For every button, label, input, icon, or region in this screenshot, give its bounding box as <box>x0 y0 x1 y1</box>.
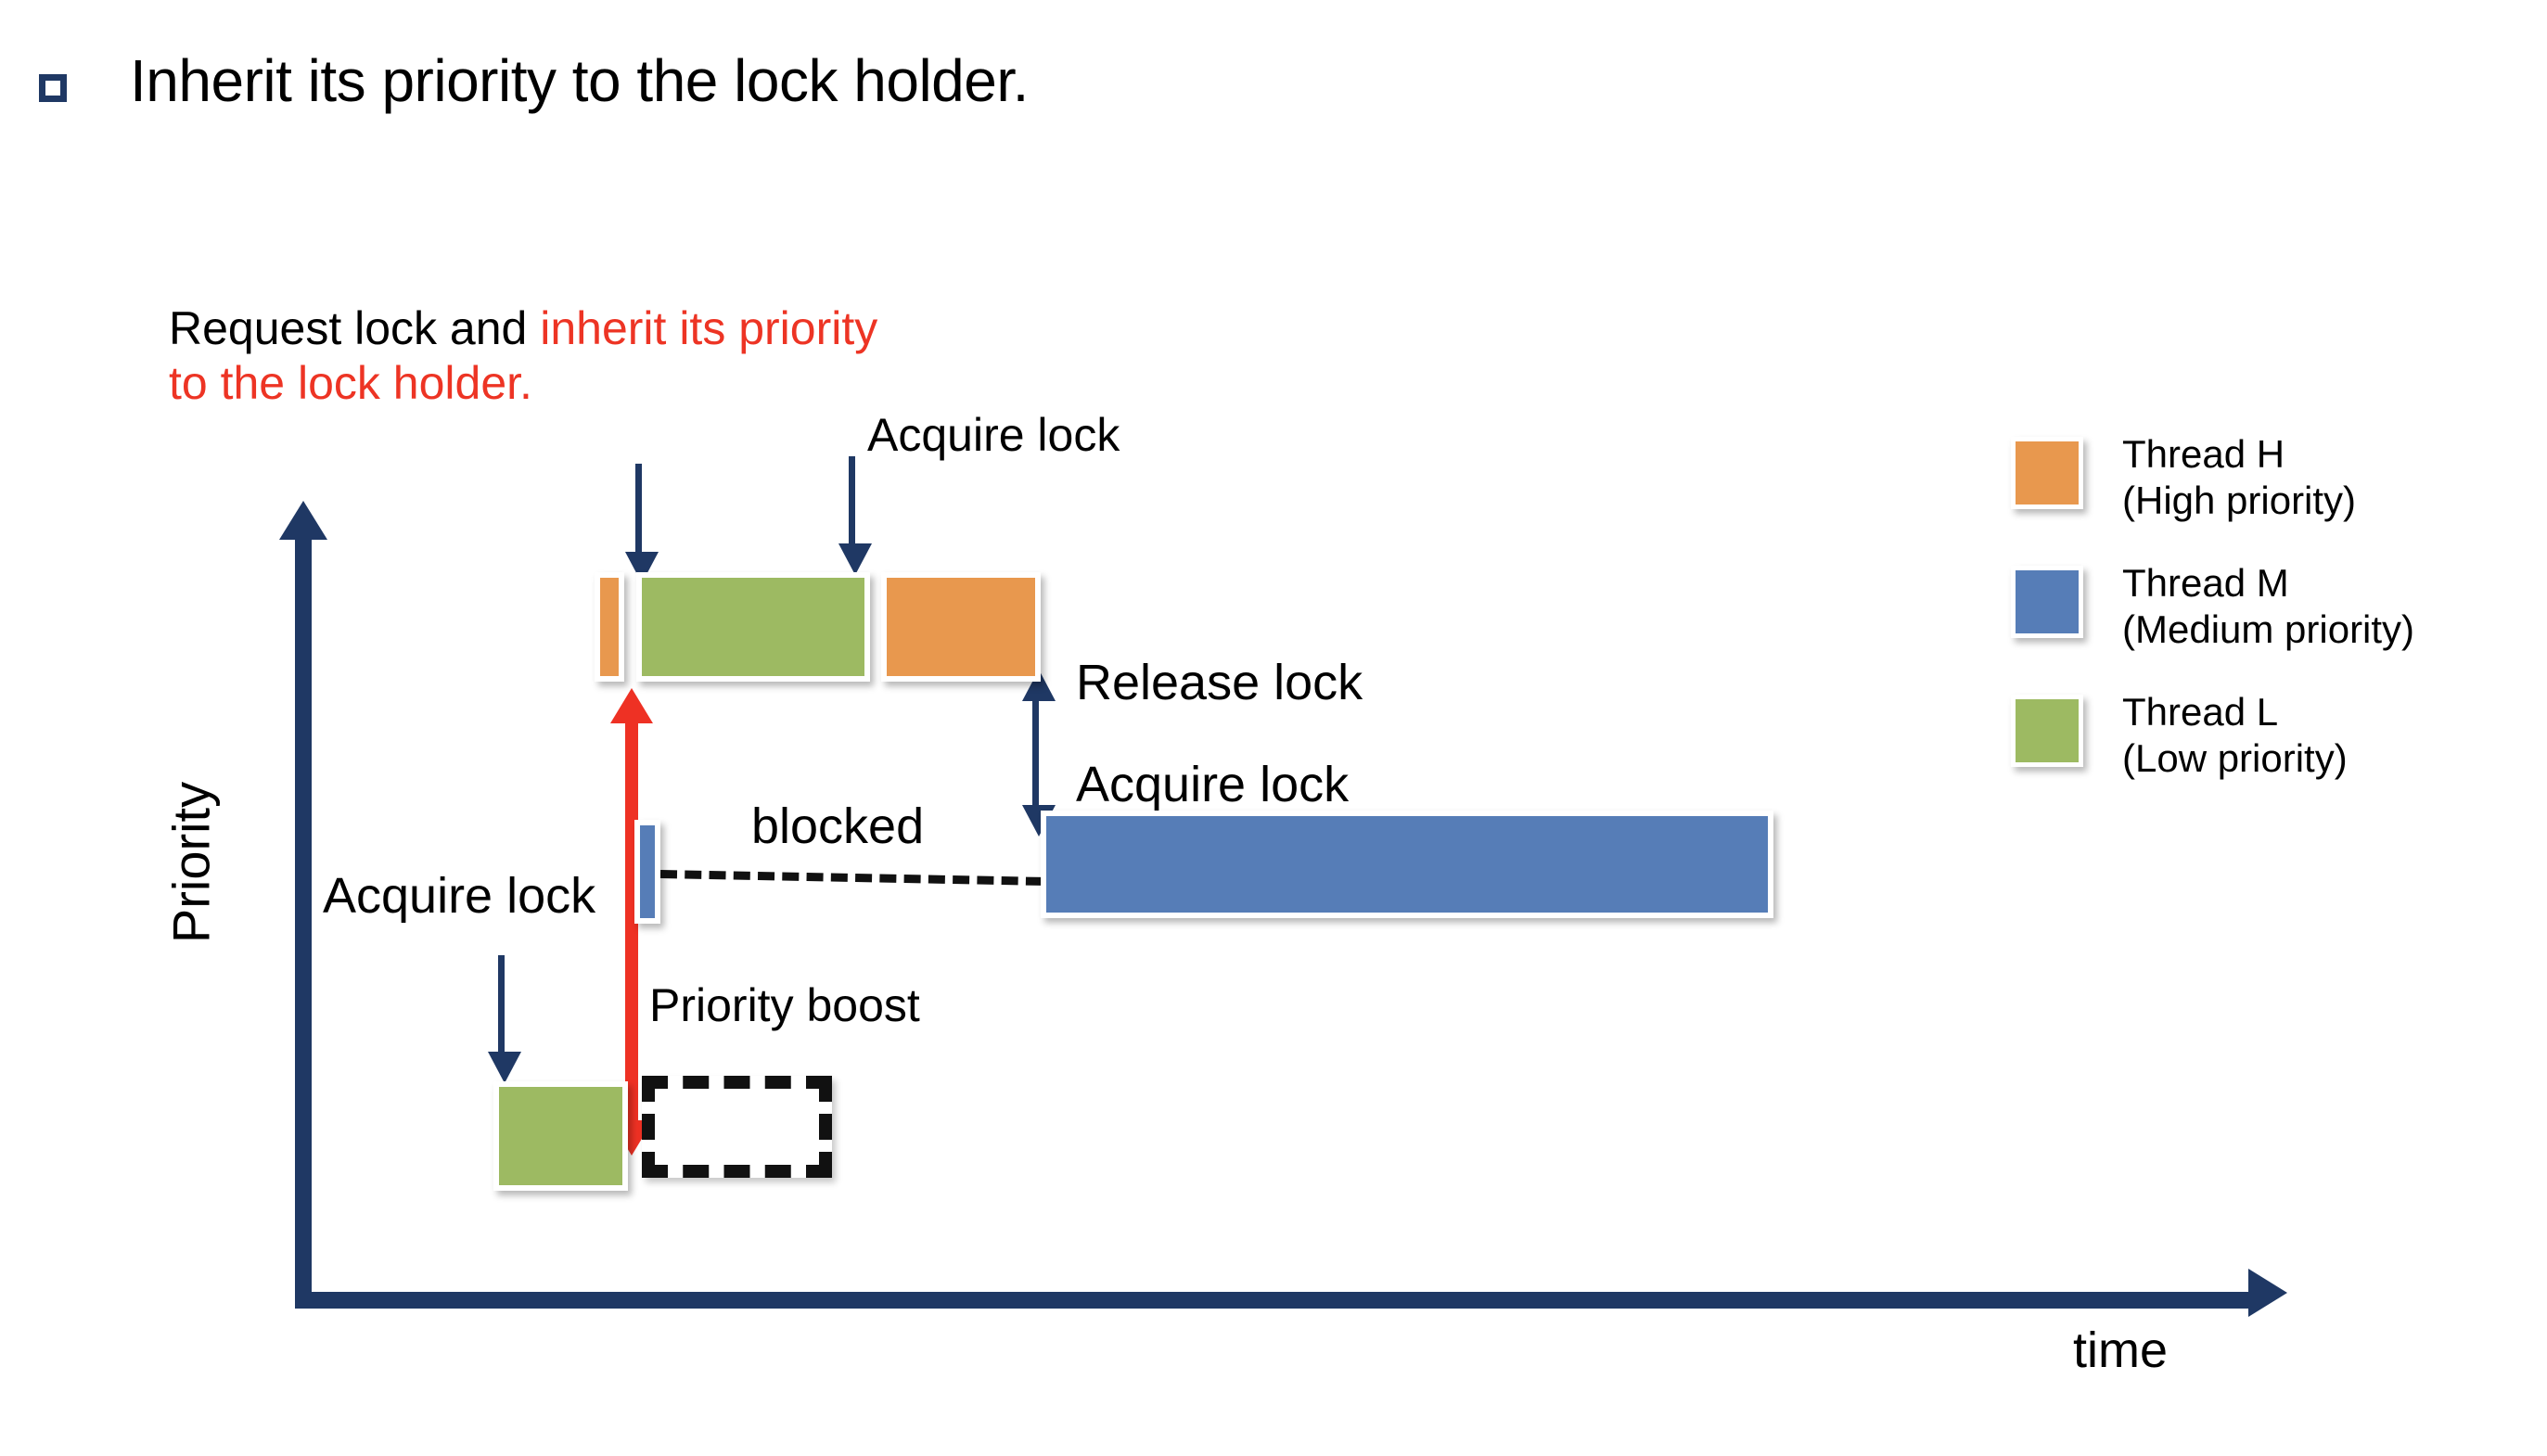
legend-item-thread-h: Thread H (High priority) <box>2011 431 2530 523</box>
legend-label-thread-l-line2: (Low priority) <box>2122 735 2348 780</box>
acquire-lock-mid-annotation: Acquire lock <box>1076 757 1350 812</box>
thread-m-bar-segment-1 <box>634 820 660 924</box>
page-title: Inherit its priority to the lock holder. <box>130 47 1029 114</box>
y-axis-arrow-icon <box>279 501 327 540</box>
release-acquire-double-arrow-shaft <box>1032 694 1039 812</box>
thread-l-boosted-bar-segment <box>636 572 870 682</box>
thread-h-bar-segment-1 <box>595 572 624 682</box>
x-axis-arrow-icon <box>2248 1269 2287 1317</box>
legend-label-thread-h-line2: (High priority) <box>2122 478 2357 522</box>
thread-h-bar-segment-2 <box>881 572 1041 682</box>
thread-h-swatch <box>2011 437 2083 509</box>
acquire-lock-top-arrow-icon <box>838 543 872 575</box>
y-axis-line <box>295 533 312 1301</box>
y-axis-label: Priority <box>161 781 221 944</box>
blocked-annotation: blocked <box>751 798 925 854</box>
acquire-lock-top-arrow-shaft <box>849 456 855 549</box>
acquire-lock-low-arrow-icon <box>488 1052 521 1083</box>
x-axis-label: time <box>2073 1322 2169 1378</box>
legend-label-thread-m-line1: Thread M <box>2122 561 2289 606</box>
acquire-lock-low-annotation: Acquire lock <box>323 868 596 924</box>
legend-item-thread-l: Thread L (Low priority) <box>2011 689 2530 781</box>
blocked-dashed-connector <box>659 870 1043 886</box>
thread-l-bar-segment <box>493 1081 628 1191</box>
legend-label-thread-m-line2: (Medium priority) <box>2122 607 2415 651</box>
priority-boost-arrow-up-icon <box>610 688 653 723</box>
x-axis-line <box>295 1292 2252 1309</box>
request-lock-arrow-shaft <box>635 464 642 559</box>
request-lock-red-text-line1: inherit its priority <box>540 302 878 354</box>
thread-l-swatch <box>2011 695 2083 768</box>
legend: Thread H (High priority) Thread M (Mediu… <box>2011 431 2530 818</box>
legend-label-thread-h: Thread H (High priority) <box>2122 431 2356 523</box>
request-lock-annotation: Request lock and inherit its priority to… <box>169 301 1189 411</box>
legend-label-thread-l-line1: Thread L <box>2122 690 2279 734</box>
legend-label-thread-l: Thread L (Low priority) <box>2122 689 2348 781</box>
request-lock-black-text: Request lock and <box>169 302 541 354</box>
legend-item-thread-m: Thread M (Medium priority) <box>2011 560 2530 652</box>
slide-bullet-row: Inherit its priority to the lock holder. <box>0 26 2547 128</box>
thread-l-preempted-placeholder-box <box>642 1076 832 1178</box>
square-bullet-icon <box>39 74 67 102</box>
thread-m-bar-segment-2 <box>1041 811 1773 918</box>
legend-label-thread-h-line1: Thread H <box>2122 432 2285 476</box>
release-lock-annotation: Release lock <box>1076 655 1363 710</box>
request-lock-red-text-line2: to the lock holder. <box>169 357 532 409</box>
priority-boost-annotation: Priority boost <box>649 979 920 1031</box>
acquire-lock-low-arrow-shaft <box>498 955 505 1059</box>
priority-boost-arrow-shaft <box>625 712 638 1143</box>
legend-label-thread-m: Thread M (Medium priority) <box>2122 560 2414 652</box>
thread-m-swatch <box>2011 566 2083 639</box>
acquire-lock-top-annotation: Acquire lock <box>867 409 1120 461</box>
